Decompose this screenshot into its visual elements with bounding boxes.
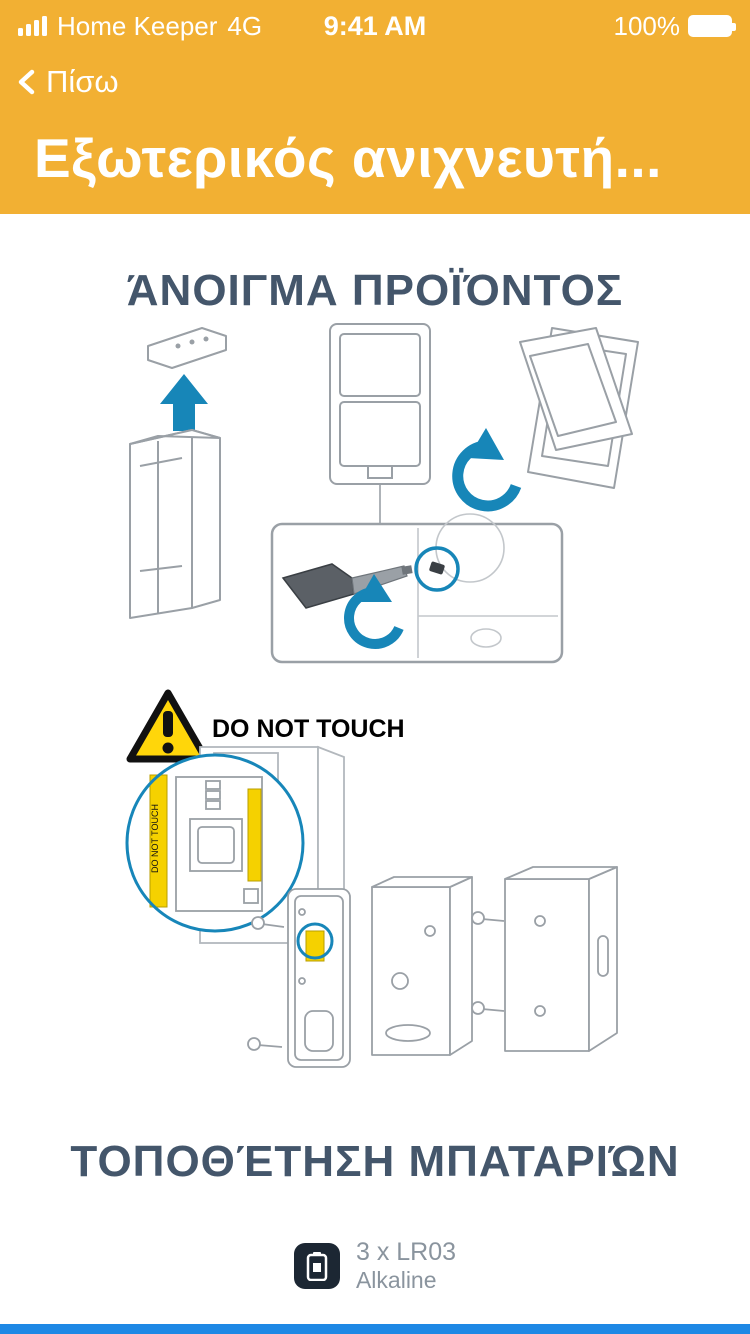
plate-sticker <box>305 930 325 962</box>
battery-spec-row: 3 x LR03 Alkaline <box>0 1237 750 1295</box>
battery-chemistry: Alkaline <box>355 1267 437 1293</box>
clock: 9:41 AM <box>323 10 427 41</box>
page-title: Εξωτερικός ανιχνευτή... <box>34 127 662 189</box>
back-button[interactable]: Πίσω <box>0 46 750 104</box>
up-arrow-icon <box>160 374 208 431</box>
screw-right-bottom <box>471 1001 505 1015</box>
screw <box>429 561 445 575</box>
status-bar-right: 100% <box>426 10 736 42</box>
battery-percent: 100% <box>613 10 681 41</box>
illustration-open-product <box>129 323 639 664</box>
back-chevron-icon <box>18 69 35 95</box>
battery-type-icon <box>293 1242 340 1289</box>
app-header: Home Keeper 4G 9:41 AM 100% Πίσω Εξωτερι… <box>0 0 750 214</box>
carrier-name: Home Keeper <box>57 10 218 41</box>
warning-triangle-icon <box>126 689 210 763</box>
illustration-do-not-touch: DO NOT TOUCH <box>125 689 618 1068</box>
screwdriver-icon <box>281 563 413 609</box>
mount-backbox-right <box>504 866 618 1052</box>
detector-cap <box>147 327 227 369</box>
mount-front-plate <box>287 888 351 1068</box>
battery-icon <box>688 15 736 37</box>
bottom-accent-bar <box>0 1324 750 1334</box>
network-type: 4G <box>227 10 263 41</box>
circuit-zoom-circle: DO NOT TOUCH <box>125 753 305 933</box>
section-title-opening: ΆΝΟΙΓΜΑ ΠΡΟΪΌΝΤΟΣ <box>126 266 624 315</box>
do-not-touch-label: DO NOT TOUCH <box>212 715 405 743</box>
detector-opened-view <box>519 327 639 489</box>
plate-highlight-circle <box>296 922 334 960</box>
screw-left-top <box>251 916 285 930</box>
screw-left-bottom <box>247 1037 283 1051</box>
battery-quantity: 3 x LR03 <box>355 1238 457 1266</box>
screw-right-top <box>471 911 505 925</box>
battery-spec-text: 3 x LR03 Alkaline <box>356 1237 456 1295</box>
detector-front-view <box>329 323 431 524</box>
status-bar: Home Keeper 4G 9:41 AM 100% <box>0 6 750 46</box>
status-bar-left: Home Keeper 4G <box>18 11 324 42</box>
screw-highlight-circle <box>414 546 460 592</box>
back-label: Πίσω <box>46 64 119 99</box>
section-title-batteries: ΤΟΠΟΘΈΤΗΣΗ ΜΠΑΤΑΡΙΏΝ <box>70 1137 680 1186</box>
unscrew-detail-box <box>270 513 564 664</box>
signal-strength-icon <box>18 16 47 36</box>
rotate-unscrew-arrow-icon <box>344 574 404 649</box>
rotate-open-arrow-icon <box>452 428 522 512</box>
do-not-touch-strip-label: DO NOT TOUCH <box>150 804 160 873</box>
mount-backbox-middle <box>371 876 473 1056</box>
do-not-touch-strip-2 <box>247 788 262 882</box>
manual-content: ΆΝΟΙΓΜΑ ΠΡΟΪΌΝΤΟΣ <box>0 214 750 1295</box>
detector-side-view <box>129 429 221 619</box>
